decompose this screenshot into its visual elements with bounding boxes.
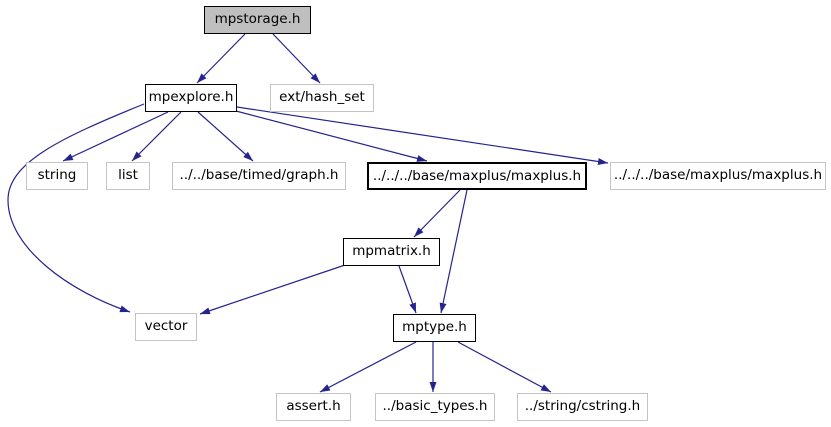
edge-mpexplore-to-maxplus-main — [235, 110, 428, 162]
edge-mptype-to-assert — [319, 341, 417, 393]
node-string: string — [26, 162, 88, 190]
node-vector: vector — [135, 313, 197, 341]
node-timed-graph: ../../base/timed/graph.h — [172, 162, 346, 190]
node-mpstorage: mpstorage.h — [204, 6, 311, 34]
edge-mpexplore-to-maxplus-ext — [236, 106, 609, 165]
node-assert: assert.h — [276, 393, 351, 421]
edge-mpstorage-to-hash-set — [272, 33, 321, 84]
edge-mptype-to-cstring — [457, 341, 552, 393]
edge-mpexplore-to-timed-graph — [197, 111, 254, 162]
edge-mpmatrix-to-vector — [199, 264, 346, 315]
node-list: list — [106, 162, 150, 190]
edge-mpstorage-to-mpexplore — [196, 33, 246, 84]
node-mpmatrix[interactable]: mpmatrix.h — [343, 238, 440, 266]
node-cstring: ../string/cstring.h — [517, 393, 648, 421]
node-ext-hash-set: ext/hash_set — [270, 84, 374, 112]
node-maxplus-main[interactable]: ../../../base/maxplus/maxplus.h — [367, 162, 587, 190]
edge-maxplus-main-to-mpmatrix — [413, 189, 461, 238]
node-mptype[interactable]: mptype.h — [393, 314, 476, 342]
node-mpexplore[interactable]: mpexplore.h — [145, 84, 237, 112]
edge-mpmatrix-to-mptype — [398, 265, 417, 314]
node-maxplus-ext: ../../../base/maxplus/maxplus.h — [610, 162, 826, 190]
node-basic-types: ../basic_types.h — [375, 393, 495, 421]
edge-maxplus-main-to-mptype — [439, 189, 468, 314]
edge-mpexplore-to-list — [131, 111, 182, 162]
edge-mpexplore-to-vector — [7, 103, 145, 313]
edge-mpexplore-to-string — [62, 111, 169, 162]
